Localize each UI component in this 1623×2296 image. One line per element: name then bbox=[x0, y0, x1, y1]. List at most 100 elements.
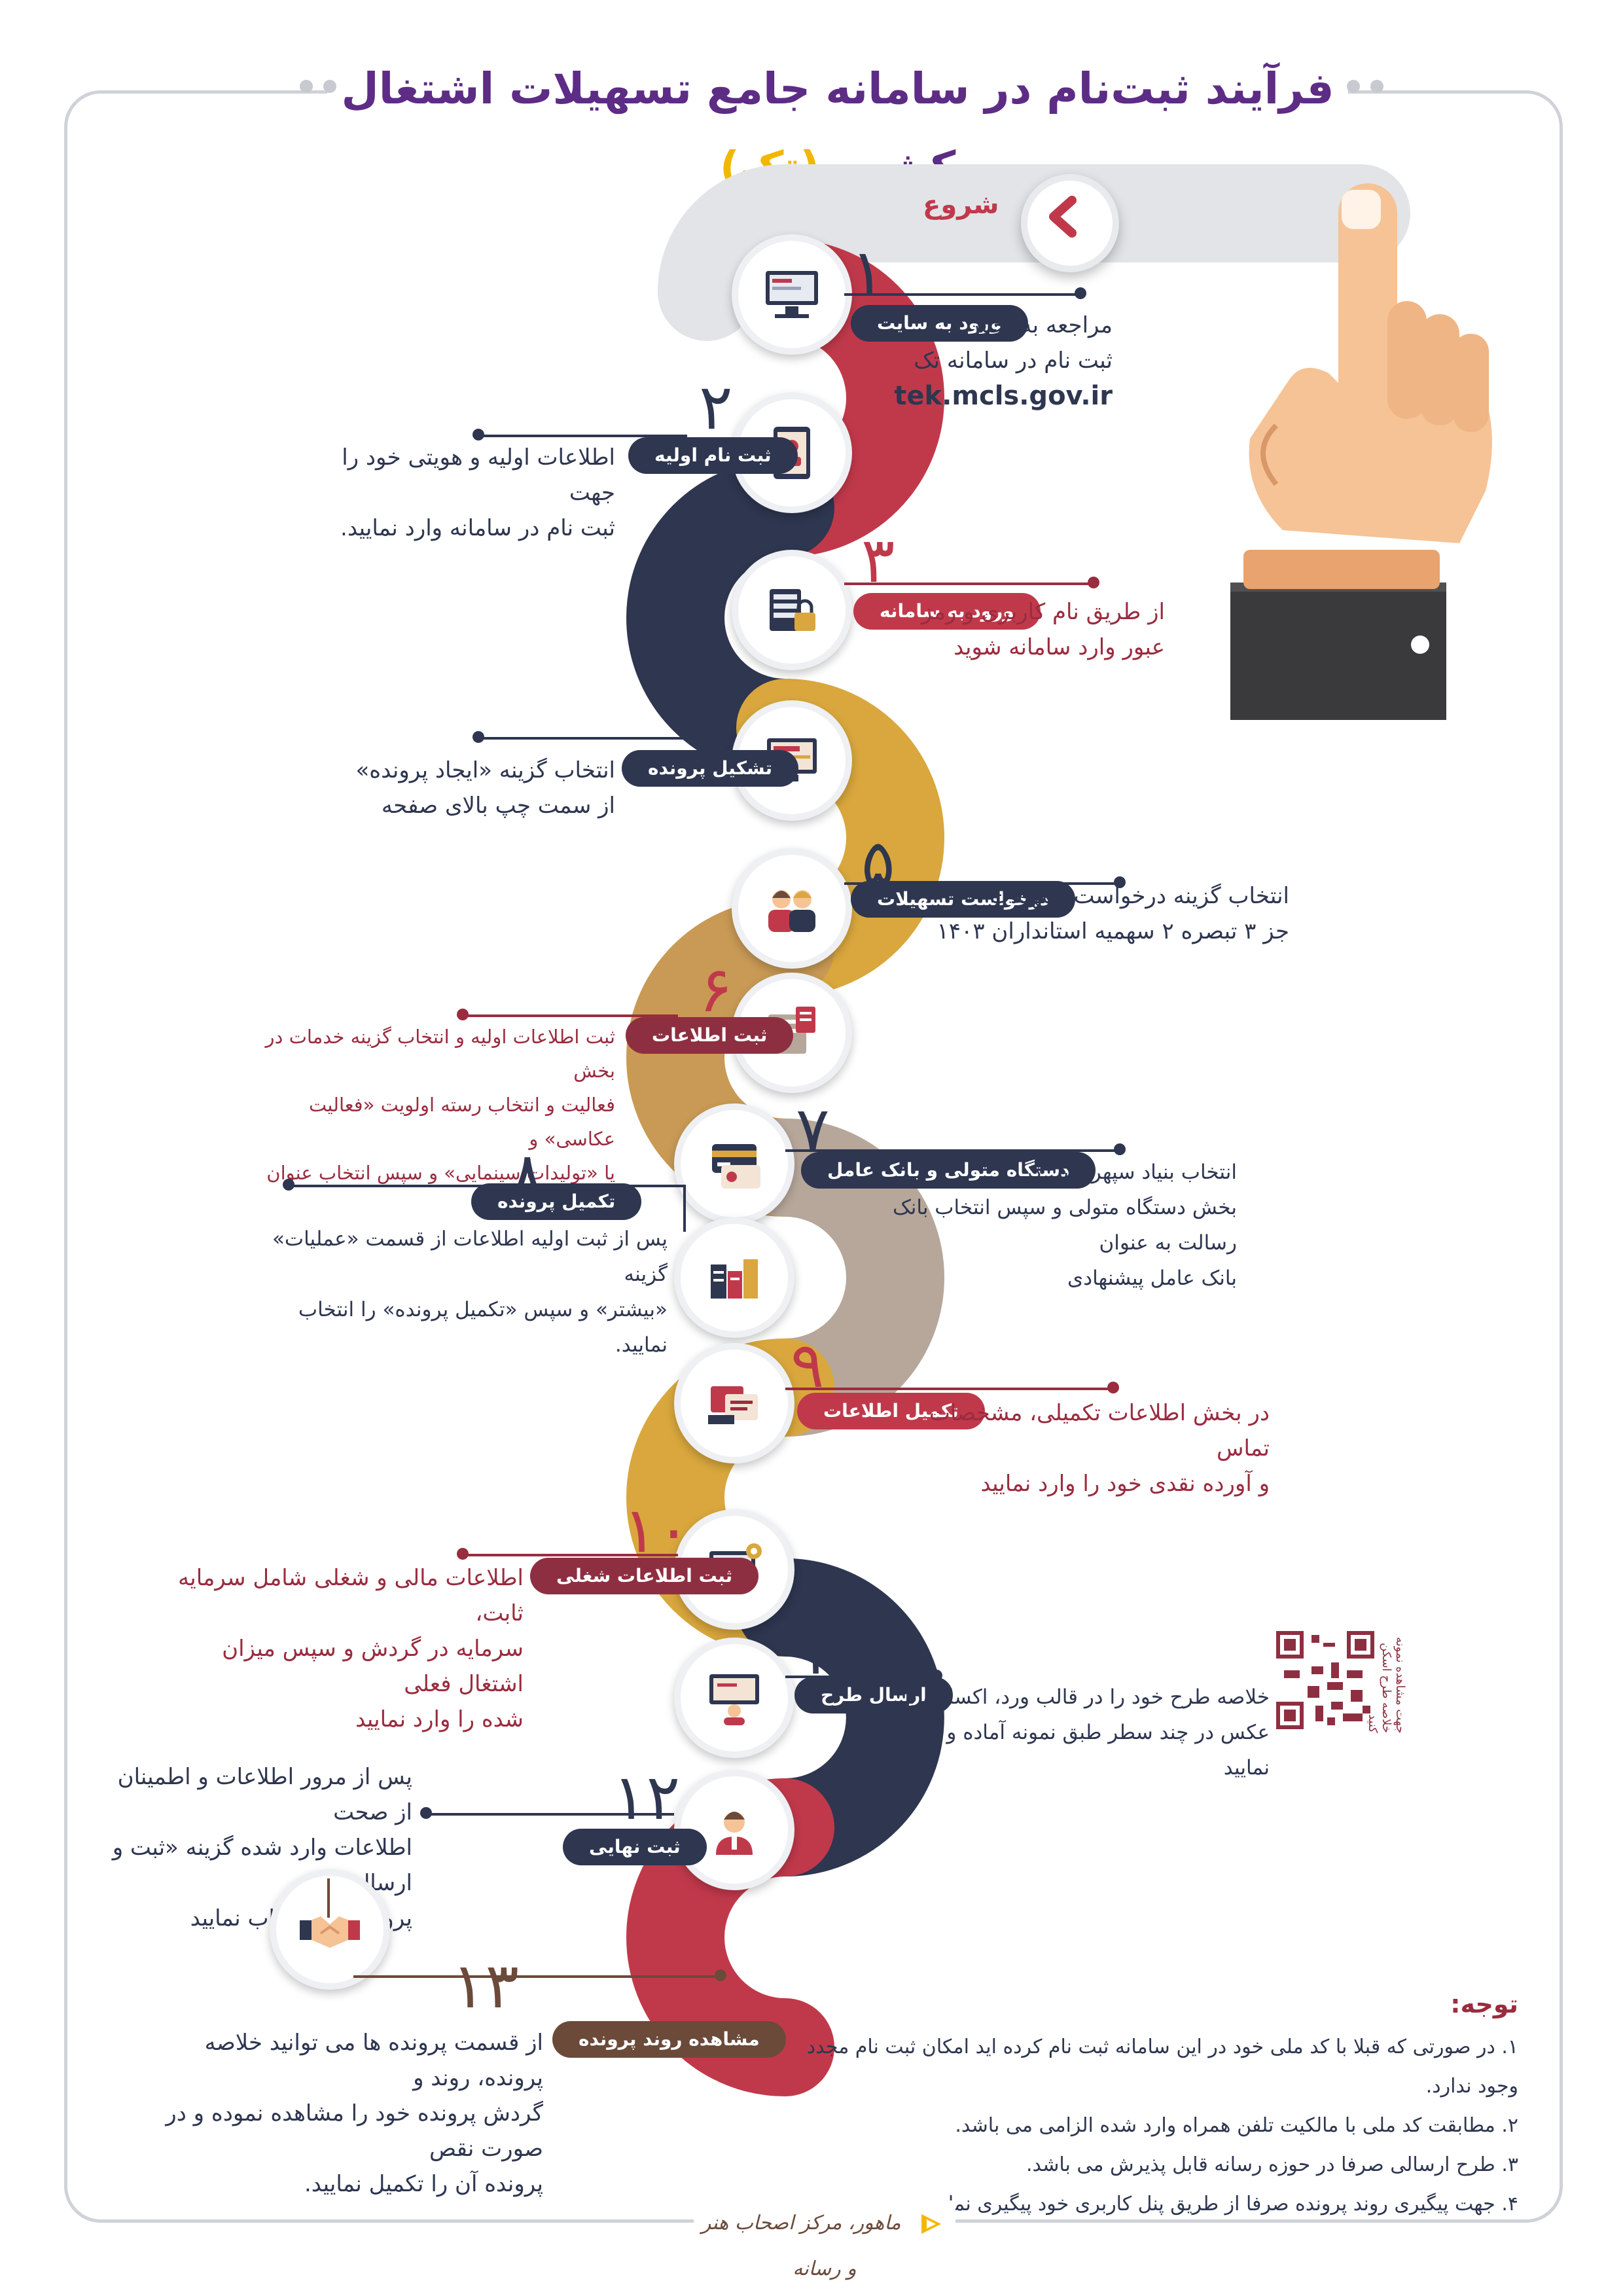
step-1-label: ورود به سایت bbox=[851, 305, 1028, 342]
footer-brand: ماهور، مرکز اصحاب هنر و رسانه bbox=[694, 2200, 955, 2280]
step-7-desc-line-3: بانک عامل پیشنهادی bbox=[1067, 1266, 1237, 1290]
step-6-label: ثبت اطلاعات bbox=[626, 1017, 794, 1054]
step-13-connector-vertical bbox=[327, 1878, 330, 1918]
step-2-desc-line-2: ثبت نام در سامانه وارد نمایید. bbox=[340, 515, 615, 541]
step-11-desc-line-1: خلاصه طرح خود را در قالب ورد، اکسل و یا bbox=[904, 1685, 1270, 1709]
step-5-circle bbox=[732, 848, 852, 969]
step-9-connector bbox=[785, 1388, 1113, 1390]
step-10-connector bbox=[462, 1554, 678, 1556]
step-1-desc-line-2: ثبت نام در سامانه تک bbox=[914, 348, 1113, 374]
step-5-desc-line-1: انتخاب گزینه درخواست تسهیلات bbox=[989, 883, 1289, 909]
step-7-desc: انتخاب بنیاد سپهر نوین در بخش دستگاه متو… bbox=[831, 1155, 1237, 1296]
step-3-connector bbox=[844, 583, 1093, 585]
step-1-circle bbox=[732, 234, 852, 355]
step-5-dot bbox=[1114, 876, 1126, 888]
step-12-desc-line-2: اطلاعات وارد شده گزینه «ثبت و ارسال bbox=[112, 1835, 412, 1896]
start-button[interactable] bbox=[1021, 174, 1119, 272]
step-8-label: تکمیل پرونده bbox=[471, 1183, 642, 1220]
step-6-desc-line-1: ثبت اطلاعات اولیه و انتخاب گزینه خدمات د… bbox=[265, 1026, 615, 1082]
step-6-desc-line-2: فعالیت و انتخاب رسته اولویت «فعالیت عکاس… bbox=[308, 1094, 615, 1150]
step-3-desc: از طریق نام کاربری و رمز عبور وارد سامان… bbox=[870, 594, 1165, 665]
qr-code[interactable] bbox=[1276, 1631, 1374, 1729]
step-8-desc-line-2: «بیشتر» و سپس «تکمیل پرونده» را انتخاب ن… bbox=[298, 1298, 668, 1357]
step-4-label: تشکیل پرونده bbox=[622, 750, 799, 787]
bank-card-icon bbox=[712, 1144, 760, 1189]
step-2-desc: اطلاعات اولیه و هویتی خود را جهت ثبت نام… bbox=[340, 440, 615, 546]
step-5-label: درخواست تسهیلات bbox=[851, 881, 1076, 918]
step-9-desc-line-2: و آورده نقدی خود را وارد نمایید bbox=[980, 1471, 1270, 1497]
notes-heading: توجه: bbox=[1450, 1990, 1518, 2018]
step-1-number: ۱ bbox=[851, 236, 885, 309]
step-3-circle bbox=[732, 550, 852, 670]
step-10-desc-line-1: اطلاعات مالی و شغلی شامل سرمایه ثابت، bbox=[178, 1565, 524, 1626]
step-5-desc: انتخاب گزینه درخواست تسهیلات جز ۳ تبصره … bbox=[897, 878, 1289, 949]
step-6-connector bbox=[462, 1014, 678, 1017]
step-4-desc-line-1: انتخاب گزینه «ایجاد پرونده» bbox=[355, 757, 615, 783]
step-7-desc-line-2: بخش دستگاه متولی و سپس انتخاب بانک رسالت… bbox=[893, 1196, 1237, 1255]
step-2-connector bbox=[478, 435, 687, 437]
step-12-circle bbox=[674, 1770, 794, 1890]
step-11-desc-line-2: عکس در چند سطر طبق نمونه آماده و بارگذار… bbox=[866, 1721, 1270, 1780]
path-segment-start bbox=[658, 164, 1410, 341]
tools-icon bbox=[711, 1259, 758, 1299]
title-dots-left bbox=[294, 80, 342, 93]
step-1-desc: مراجعه به بخش ثبت نام در سامانه تک tek.m… bbox=[851, 308, 1113, 414]
chevron-left-icon bbox=[1049, 196, 1077, 238]
step-8-dot bbox=[283, 1179, 294, 1191]
step-12-desc-line-1: پس از مرور اطلاعات و اطمینان از صحت bbox=[117, 1764, 412, 1825]
step-13-desc-line-1: از قسمت پرونده ها می توانید خلاصه پرونده… bbox=[204, 2030, 543, 2091]
step-1-url[interactable]: tek.mcls.gov.ir bbox=[894, 381, 1113, 411]
step-13-desc-line-2: گردش پرونده خود را مشاهده نموده و در صور… bbox=[166, 2100, 543, 2162]
step-3-number: ۳ bbox=[861, 524, 895, 597]
step-13-dot bbox=[715, 1969, 726, 1981]
step-4-connector bbox=[478, 737, 687, 740]
step-1-connector bbox=[844, 293, 1080, 296]
step-5-desc-line-2: جز ۳ تبصره ۲ سهمیه استانداران ۱۴۰۳ bbox=[936, 918, 1289, 944]
step-12-number: ۱۲ bbox=[613, 1761, 681, 1834]
step-10-desc-line-2: سرمایه در گردش و سپس میزان اشتغال فعلی bbox=[222, 1636, 524, 1697]
footer-text: ماهور، مرکز اصحاب هنر و رسانه bbox=[701, 2212, 901, 2280]
step-11-desc: خلاصه طرح خود را در قالب ورد، اکسل و یا … bbox=[851, 1679, 1270, 1785]
handshake-icon bbox=[300, 1916, 360, 1948]
step-4-desc: انتخاب گزینه «ایجاد پرونده» از سمت چپ با… bbox=[340, 753, 615, 823]
step-2-desc-line-1: اطلاعات اولیه و هویتی خود را جهت bbox=[342, 444, 615, 506]
login-icon bbox=[770, 589, 815, 631]
step-12-dot bbox=[420, 1807, 432, 1819]
step-13-label: مشاهده روند پرونده bbox=[552, 2021, 786, 2058]
step-13-desc: از قسمت پرونده ها می توانید خلاصه پرونده… bbox=[137, 2025, 543, 2202]
brand-logo-icon bbox=[921, 2214, 942, 2234]
step-7-label: دستگاه متولی و بانک عامل bbox=[801, 1152, 1096, 1189]
notes-section: توجه: ۱. در صورتی که قبلا با کد ملی خود … bbox=[785, 1990, 1518, 2224]
step-9-circle bbox=[674, 1343, 794, 1463]
computer-icon bbox=[766, 271, 818, 318]
step-13-number: ۱۳ bbox=[452, 1949, 520, 2022]
step-2-dot bbox=[473, 429, 484, 440]
step-2-label: ثبت نام اولیه bbox=[628, 437, 798, 474]
step-11-label: ارسال طرح bbox=[794, 1677, 953, 1713]
step-13-desc-line-3: پرونده آن را تکمیل نمایید. bbox=[304, 2171, 543, 2197]
step-7-circle bbox=[674, 1103, 794, 1224]
step-3-label: ورود به سامانه bbox=[853, 593, 1041, 630]
step-2-number: ۲ bbox=[699, 370, 733, 444]
presentation-icon bbox=[709, 1674, 759, 1725]
step-7-dot bbox=[1114, 1143, 1126, 1155]
step-8-connector-vertical bbox=[683, 1186, 686, 1232]
step-8-desc-line-1: پس از ثبت اولیه اطلاعات از قسمت «عملیات»… bbox=[272, 1227, 668, 1286]
step-1-dot bbox=[1075, 287, 1086, 299]
qr-caption: جهت مشاهده نمونه خلاصه طرح اسکن کنید bbox=[1366, 1636, 1407, 1733]
user-icon bbox=[716, 1812, 753, 1855]
step-10-dot bbox=[457, 1548, 469, 1560]
step-10-label: ثبت اطلاعات شغلی bbox=[530, 1558, 759, 1594]
step-9-dot bbox=[1107, 1382, 1119, 1393]
step-3-desc-line-2: عبور وارد سامانه شوید bbox=[954, 634, 1165, 660]
step-12-label: ثبت نهایی bbox=[563, 1829, 707, 1865]
step-6-number: ۶ bbox=[699, 953, 733, 1026]
path-segment-10 bbox=[736, 1558, 944, 1876]
title-dots-right bbox=[1342, 80, 1389, 93]
step-4-number: ۴ bbox=[687, 673, 721, 746]
step-8-desc: پس از ثبت اولیه اطلاعات از قسمت «عملیات»… bbox=[262, 1221, 668, 1363]
step-9-number: ۹ bbox=[791, 1329, 825, 1402]
step-9-desc-line-1: در بخش اطلاعات تکمیلی، مشخصات تماس bbox=[929, 1400, 1270, 1462]
people-icon bbox=[768, 890, 815, 932]
step-4-dot bbox=[473, 731, 484, 743]
